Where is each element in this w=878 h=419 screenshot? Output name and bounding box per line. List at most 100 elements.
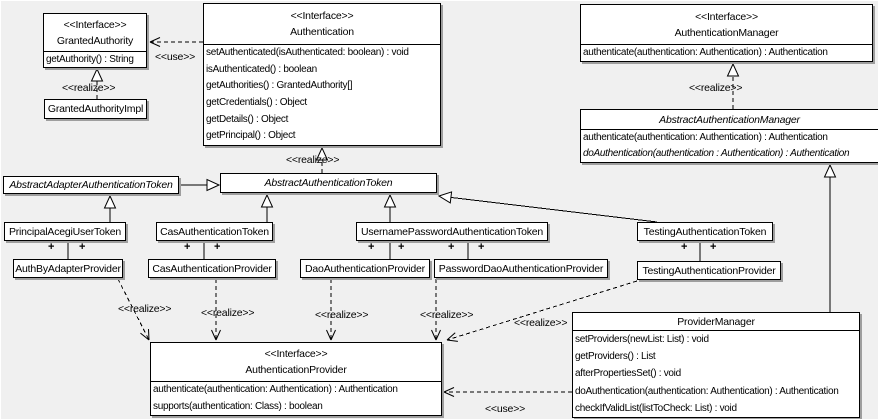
realize-edge-dao-arrowhead [330,329,336,341]
method-row: doAuthentication(authentication: Authent… [575,385,839,397]
class-header: AuthByAdapterProvider [14,260,122,277]
realize-edge-abstract-token-to-authentication-arrowhead [315,146,329,161]
use-edge-provider-manager-arrowhead [443,387,455,393]
realize-label-password-dao: <<realize>> [420,309,474,321]
granted-authority-interface[interactable]: <<Interface>> GrantedAuthority getAuthorit… [43,13,147,68]
use-label-granted-authority: <<use>> [155,51,196,63]
realize-label-auth-by-adapter: <<realize>> [118,303,172,315]
use-edge-authentication-to-granted-authority-arrowhead [149,41,161,47]
realize-edge-dao-arrowhead [326,329,332,341]
multiplicity-plus-marker: + [368,241,375,253]
methods-compartment: authenticate(authentication: Authenticat… [581,44,872,61]
abstract-authentication-token-class[interactable]: AbstractAuthenticationToken [220,173,437,193]
gen-edge-cas-to-abstract-token-arrowhead [260,193,274,208]
realize-edge-ga-impl-to-ga-arrowhead [90,67,104,82]
provider-manager-class[interactable]: ProviderManager setProviders(newList: Lis… [572,312,860,418]
method-row: getAuthorities() : GrantedAuthority[] [206,80,353,92]
multiplicity-plus-marker: + [478,241,485,253]
multiplicity-plus-marker: + [79,241,86,253]
method-row: setAuthenticated(isAuthenticated: boolea… [206,47,409,58]
methods-compartment: authenticate(authentication: Authenticat… [151,381,441,415]
class-header: TestingAuthenticationToken [638,223,772,240]
realize-label-dao: <<realize>> [315,309,369,321]
realize-edge-auth-by-adapter-arrowhead [140,332,150,341]
realize-edge-auth-by-adapter [117,278,150,341]
realize-edge-password-dao-arrowhead [431,329,437,341]
principal-acegi-user-token-class[interactable]: PrincipalAcegiUserToken [4,222,126,241]
class-name: GrantedAuthority [56,34,134,47]
cas-authentication-token-class[interactable]: CasAuthenticationToken [156,222,273,241]
class-name: AuthByAdapterProvider [15,262,121,275]
multiplicity-plus-marker: + [214,241,221,253]
method-row: doAuthentication(authentication : Authen… [583,148,850,159]
method-row: checkIfValidList(listToCheck: List) : vo… [575,402,737,414]
method-row: getCredentials() : Object [206,96,307,108]
auth-by-adapter-provider-class[interactable]: AuthByAdapterProvider [13,259,123,278]
dao-authentication-provider-class[interactable]: DaoAuthenticationProvider [300,259,430,278]
class-header: PasswordDaoAuthenticationProvider [435,260,607,277]
cas-authentication-provider-class[interactable]: CasAuthenticationProvider [148,259,276,278]
class-name: AbstractAuthenticationToken [264,177,393,189]
realize-label-authentication: <<realize>> [286,154,340,166]
class-name: CasAuthenticationProvider [152,262,272,275]
class-header: PrincipalAcegiUserToken [5,223,125,240]
class-header: <<Interface>>AuthenticationManager [581,5,872,44]
method-row: getDetails() : Object [206,113,289,125]
multiplicity-plus-marker: + [681,241,688,253]
multiplicity-plus-marker: + [710,241,717,253]
abstract-adapter-authentication-token-class[interactable]: AbstractAdapterAuthenticationToken [3,176,179,194]
multiplicity-plus-marker: + [398,241,405,253]
testing-authentication-token-class[interactable]: TestingAuthenticationToken [637,222,773,241]
class-name: AbstractAdapterAuthenticationToken [9,179,173,191]
class-name: AuthenticationProvider [245,364,347,376]
username-password-authentication-token-class[interactable]: UsernamePasswordAuthenticationToken [356,222,548,241]
testing-authentication-provider-class[interactable]: TestingAuthenticationProvider [637,261,781,280]
method-row: authenticate(authentication: Authenticat… [153,384,398,395]
realize-label-granted-authority: <<realize>> [62,82,116,94]
class-name: Authentication [290,26,354,38]
use-edge-provider-manager-arrowhead [443,391,455,397]
methods-compartment: getAuthority() : String [44,51,146,67]
methods-compartment: authenticate(authentication: Authenticat… [581,129,878,162]
stereotype-label: <<Interface>> [63,18,127,31]
method-row: getAuthority() : String [46,54,134,65]
method-row: supports(authentication: Class) : boolea… [153,400,323,412]
realize-edge-testing-arrowhead [446,339,458,342]
class-name: PasswordDaoAuthenticationProvider [438,262,604,275]
method-row: afterPropertiesSet() : void [575,368,681,380]
stereotype-label: <<Interface>> [264,348,328,360]
realize-edge-testing-arrowhead [446,332,456,341]
multiplicity-plus-marker: + [448,241,455,253]
realize-edge-password-dao-arrowhead [435,329,441,341]
class-name: GrantedAuthorityImpl [47,103,144,115]
class-name: DaoAuthenticationProvider [305,262,425,275]
authentication-provider-interface[interactable]: <<Interface>> AuthenticationProvider authe… [150,342,442,416]
class-header: AbstractAuthenticationManager [581,110,878,129]
realize-edge-abstract-manager-to-manager-arrowhead [726,62,740,77]
realize-edge-auth-by-adapter-arrowhead [147,329,150,341]
gen-edge-username-to-abstract-token-arrowhead [383,193,397,208]
class-header: <<Interface>> AuthenticationProvider [151,343,441,381]
stereotype-label: <<Interface>> [695,10,758,23]
class-name: PrincipalAcegiUserToken [8,225,122,238]
realize-label-authentication-manager: <<realize>> [689,82,743,94]
realize-label-cas: <<realize>> [201,307,255,319]
gen-edge-testing-to-abstract-token [450,196,658,223]
class-header: TestingAuthenticationProvider [638,262,780,279]
realize-edge-cas-arrowhead [215,329,221,341]
class-header: AbstractAdapterAuthenticationToken [4,177,178,193]
class-header: <<Interface>> GrantedAuthority [44,14,146,51]
method-row: setProviders(newList: List) : void [575,334,709,345]
use-label-provider-manager: <<use>> [485,403,526,415]
password-dao-authentication-provider-class[interactable]: PasswordDaoAuthenticationProvider [434,259,608,278]
granted-authority-impl-class[interactable]: GrantedAuthorityImpl [44,99,147,119]
class-header: ProviderManager [573,313,859,330]
multiplicity-plus-marker: + [184,241,191,253]
gen-edge-provider-manager-to-abstract-manager-arrowhead [823,163,837,178]
authentication-manager-interface[interactable]: <<Interface>>AuthenticationManager authen… [580,4,873,62]
method-row: authenticate(authentication: Authenticat… [583,47,828,58]
realize-edge-cas-arrowhead [211,329,217,341]
